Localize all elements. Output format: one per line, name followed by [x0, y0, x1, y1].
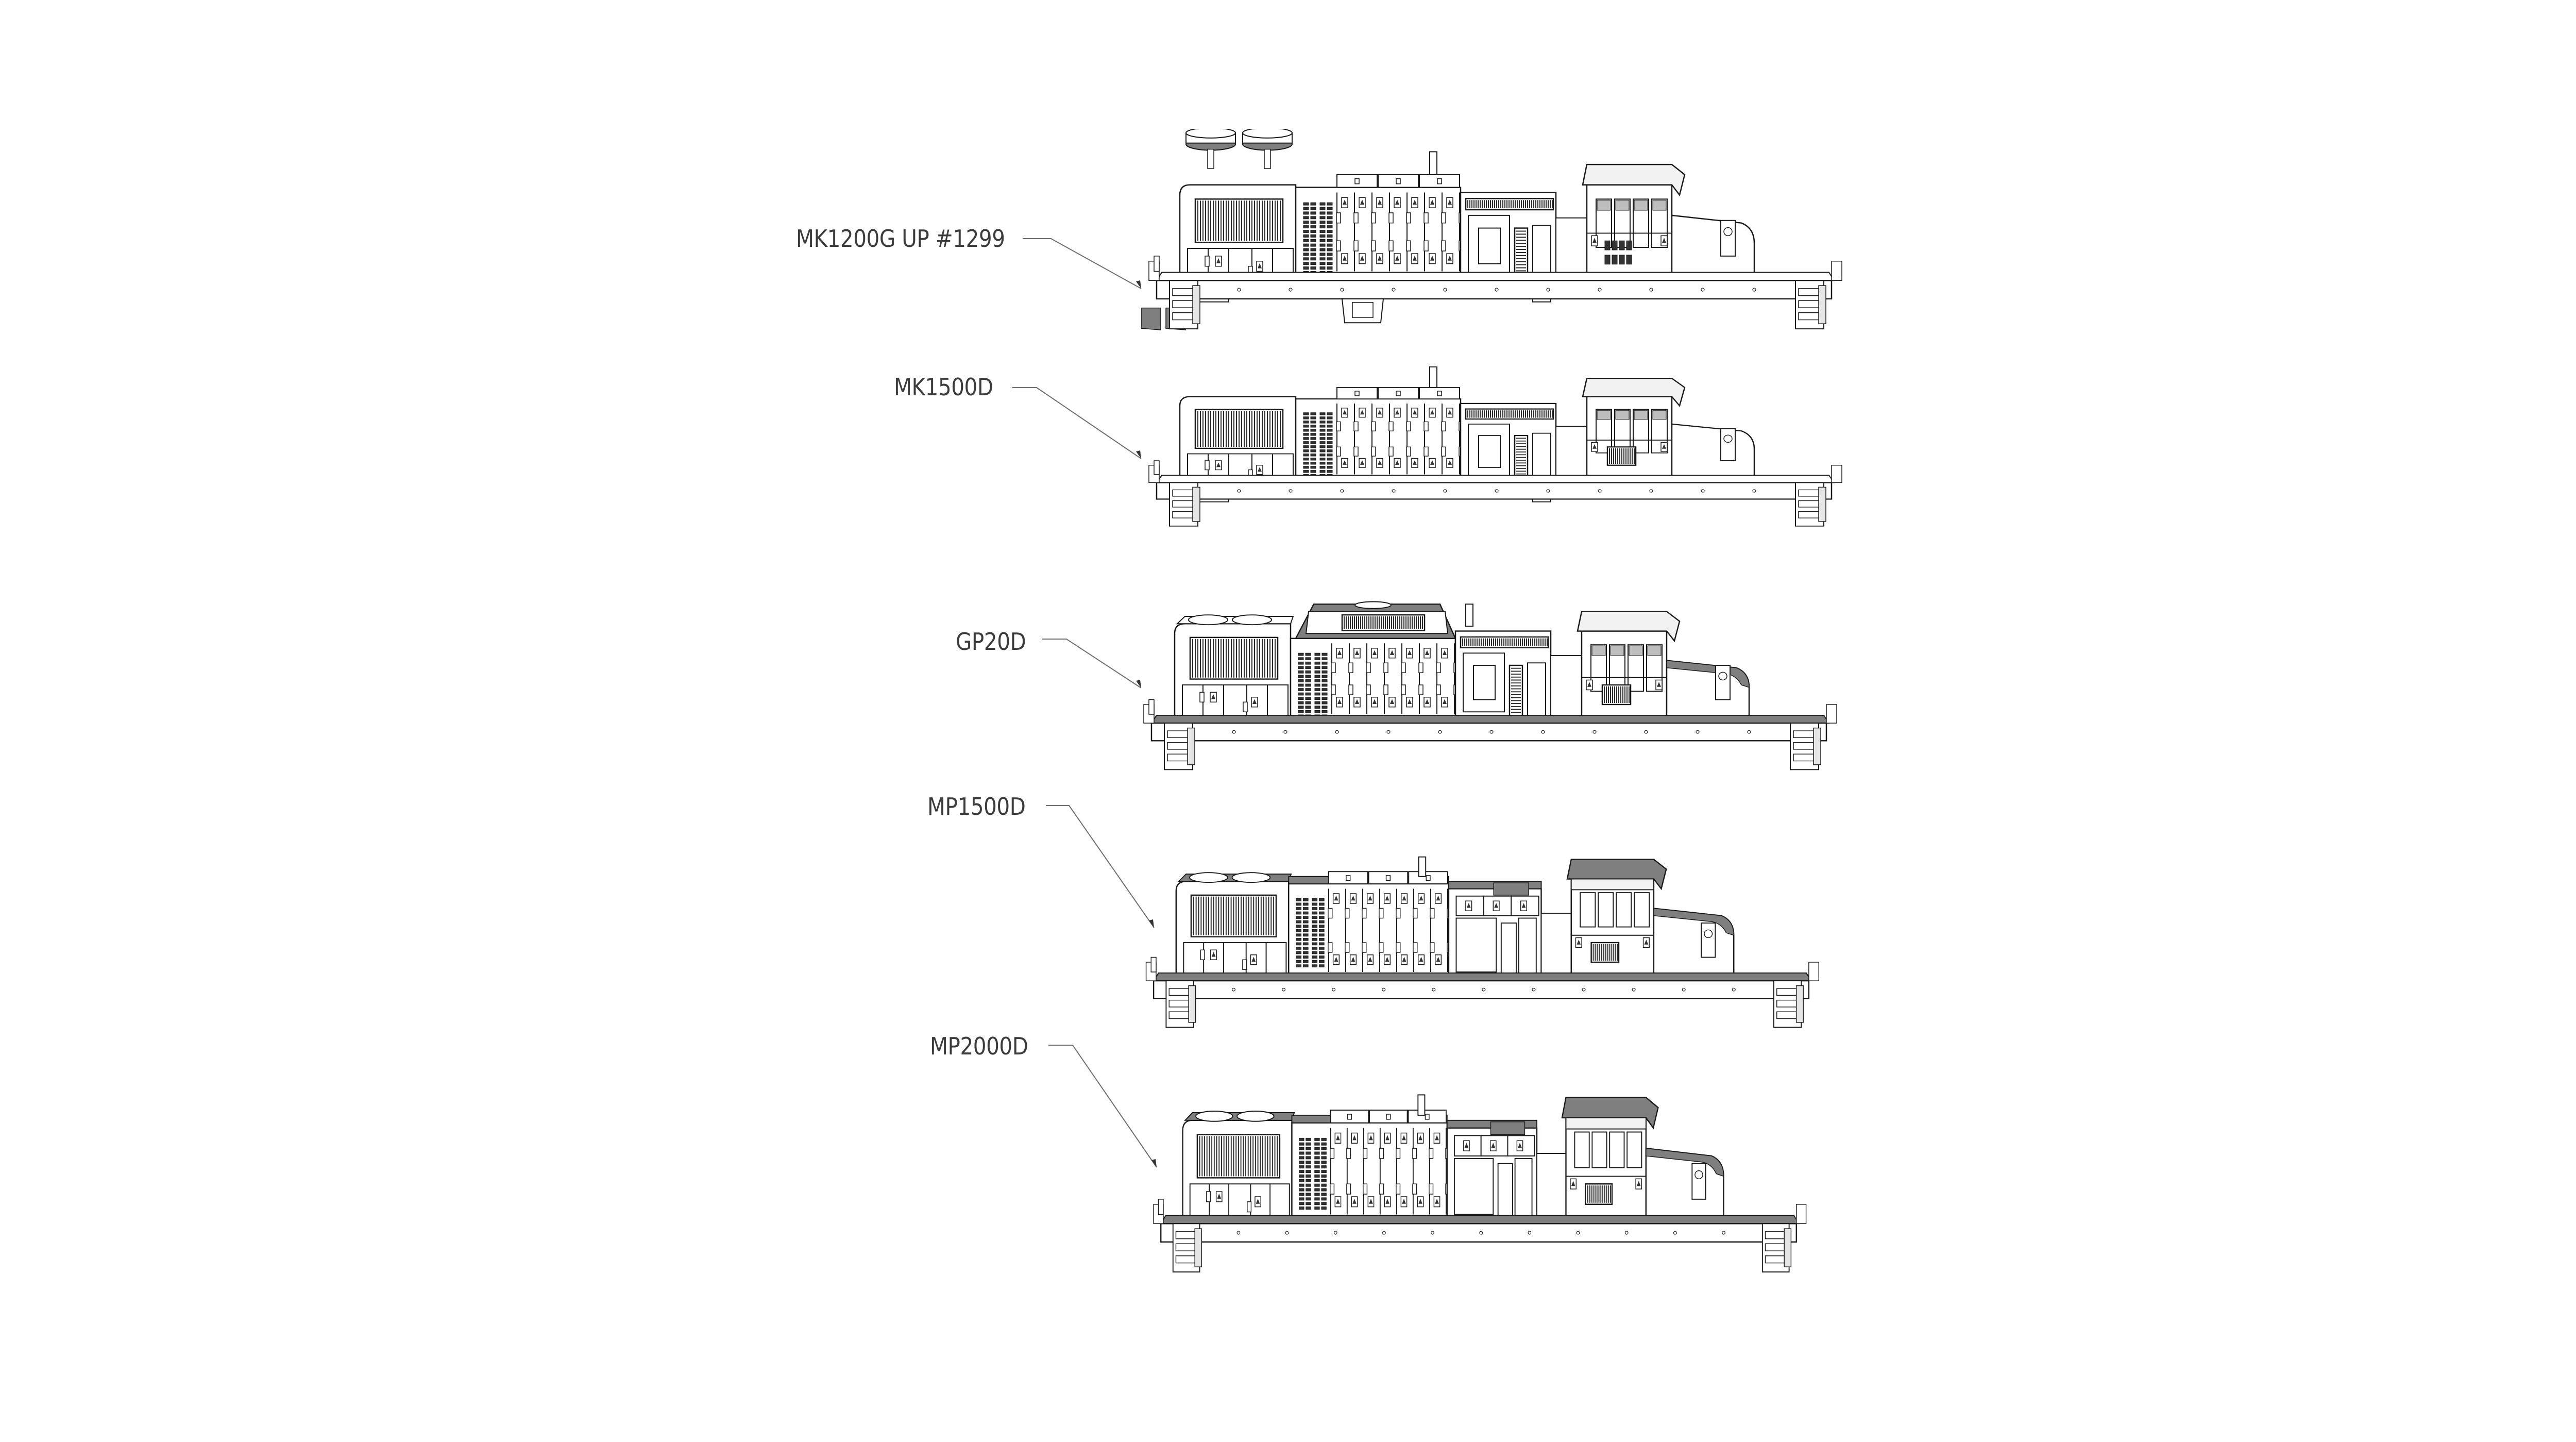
model-label: MK1500D: [894, 373, 993, 401]
locomotive-drawing: [1141, 129, 1842, 330]
locomotive-drawing: [1143, 601, 1837, 770]
locomotive-drawing: [1145, 856, 1820, 1028]
locomotive-drawing: [1153, 1094, 1807, 1273]
model-label: MP2000D: [930, 1032, 1028, 1060]
model-label: GP20D: [956, 628, 1026, 656]
model-label: MP1500D: [927, 793, 1026, 820]
model-label: MK1200G UP #1299: [796, 225, 1005, 253]
locomotive-drawing: [1148, 366, 1842, 527]
